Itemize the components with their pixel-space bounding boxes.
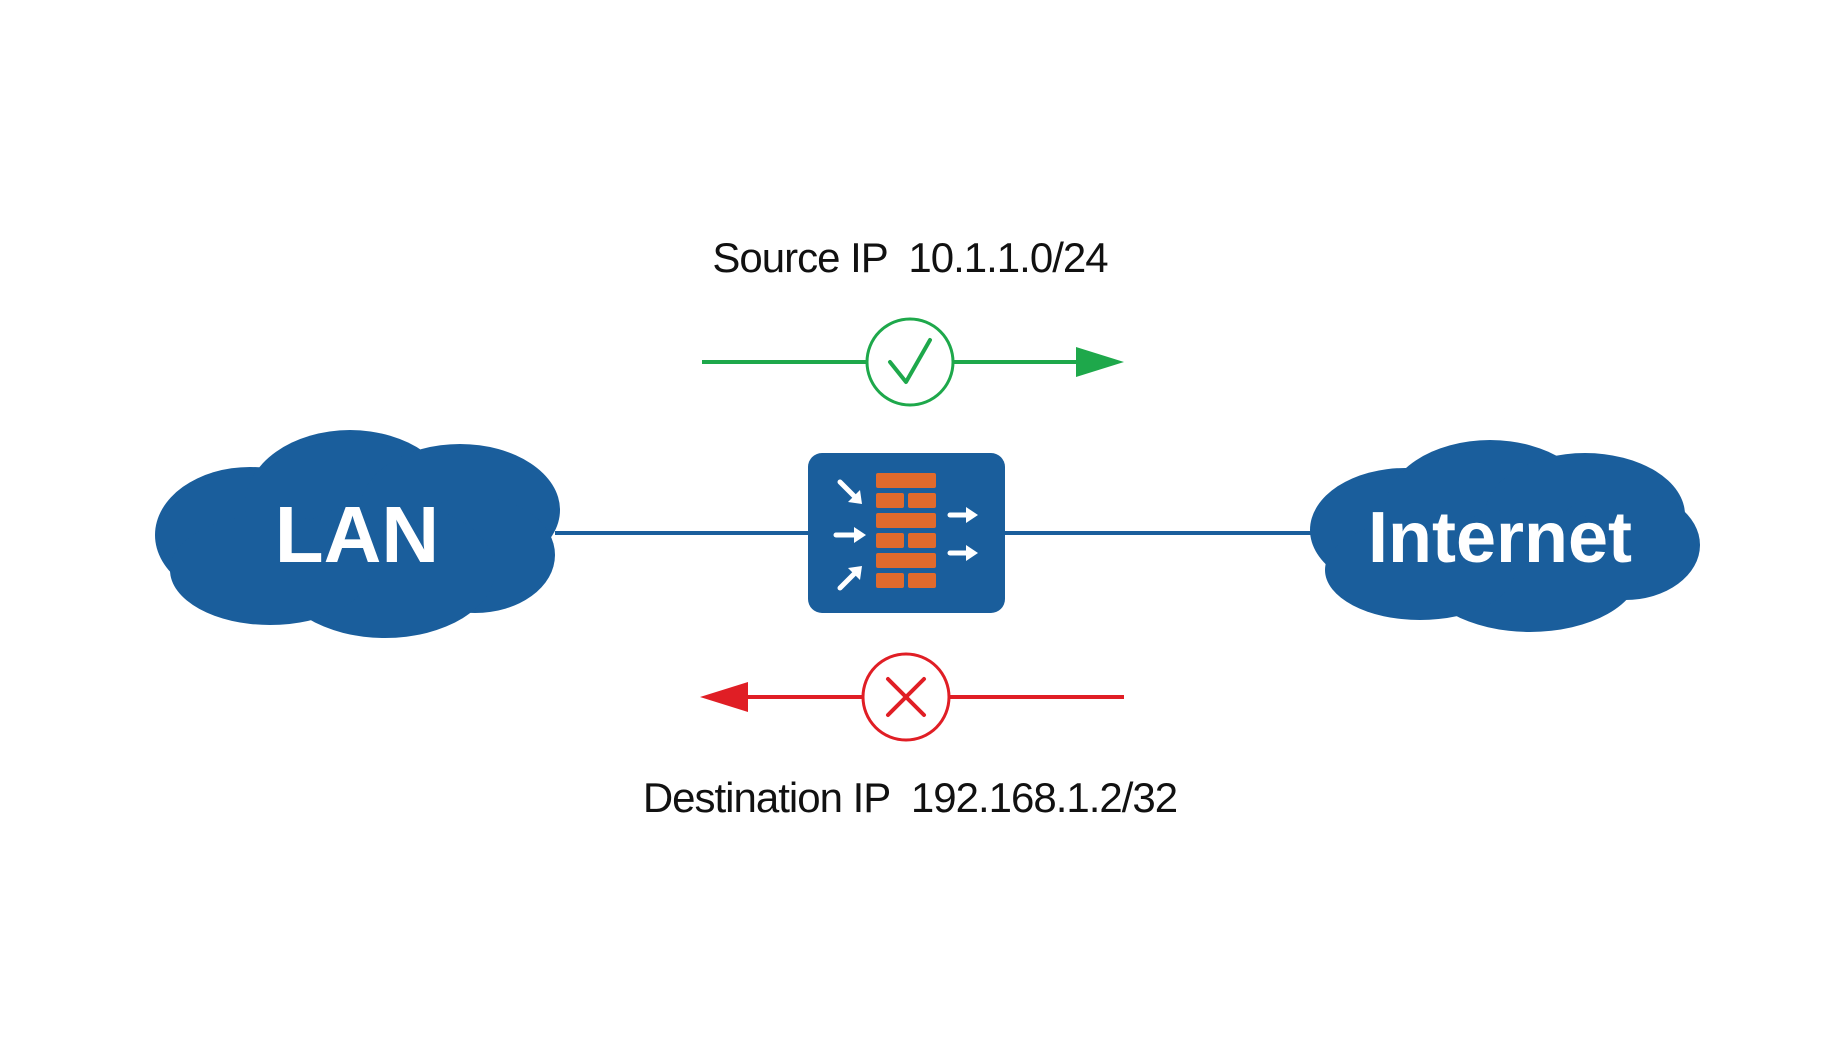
internet-cloud: Internet xyxy=(1310,440,1700,632)
outbound-allowed-flow xyxy=(702,317,1124,407)
lan-label: LAN xyxy=(275,490,439,579)
outbound-flow-label: Source IP 10.1.1.0/24 xyxy=(712,234,1108,281)
x-circle-icon xyxy=(861,652,951,742)
firewall-icon xyxy=(808,453,1005,613)
lan-cloud: LAN xyxy=(155,430,560,638)
inbound-denied-flow xyxy=(700,652,1124,742)
internet-label: Internet xyxy=(1368,498,1632,578)
inbound-flow-label: Destination IP 192.168.1.2/32 xyxy=(643,774,1177,821)
outbound-arrow-head xyxy=(1076,347,1124,377)
check-circle-icon xyxy=(865,317,955,407)
inbound-arrow-head xyxy=(700,682,748,712)
